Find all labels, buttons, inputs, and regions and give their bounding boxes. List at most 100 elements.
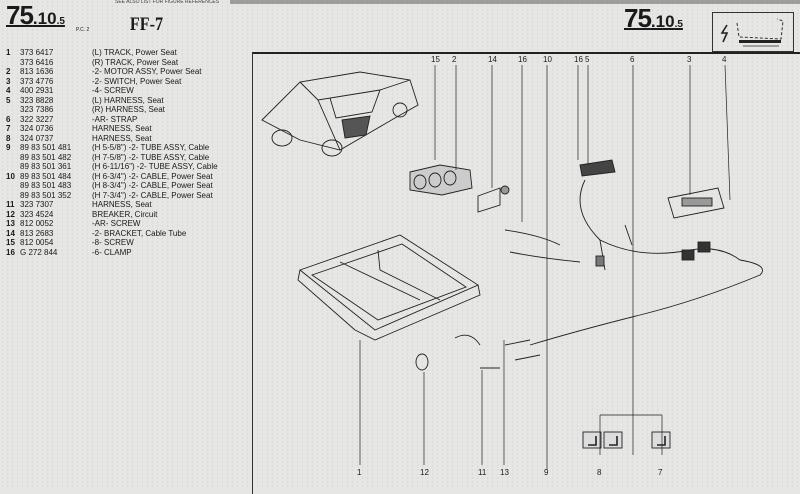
parts-list-row: 89 83 501 361 (H 6-11/16") -2- TUBE ASSY,… <box>6 162 218 172</box>
ref-number: 15 <box>6 238 15 247</box>
ref-number: 9 <box>6 143 11 152</box>
part-description: (H 7-5/8") -2- TUBE ASSY, Cable <box>92 152 210 162</box>
circuit-breaker <box>415 353 429 371</box>
part-number: 323 4524 <box>20 209 54 219</box>
power-seat-icon <box>712 12 794 52</box>
ref-number: 5 <box>6 95 11 105</box>
callout-label: 2 <box>452 55 457 64</box>
part-description: HARNESS, Seat <box>92 133 152 143</box>
parts-list-row: 8 324 0737 HARNESS, Seat <box>6 134 218 144</box>
part-description: (L) TRACK, Power Seat <box>92 48 177 57</box>
ref-number: 6 <box>6 114 11 124</box>
callout-label: 6 <box>630 55 635 64</box>
part-description: (H 7-3/4") -2- CABLE, Power Seat <box>92 190 213 200</box>
part-number: 323 7307 <box>20 200 54 209</box>
ref-number: 4 <box>6 86 11 95</box>
callout-label: 13 <box>500 468 509 477</box>
part-number: 89 83 501 361 <box>20 162 72 171</box>
parts-list-row: 323 7386 (R) HARNESS, Seat <box>6 105 218 115</box>
part-description: HARNESS, Seat <box>92 124 152 133</box>
part-description: -2- MOTOR ASSY, Power Seat <box>92 67 202 76</box>
callout-label: 3 <box>687 55 692 64</box>
part-number: G 272 844 <box>20 247 58 257</box>
part-description: -2- SWITCH, Power Seat <box>92 76 182 86</box>
callout-label: 7 <box>658 468 663 477</box>
part-number: 373 6416 <box>20 57 54 67</box>
parts-list-row: 373 6416 (R) TRACK, Power Seat <box>6 58 218 68</box>
section-suffix: .5 <box>56 16 65 27</box>
part-number: 323 7386 <box>20 105 54 114</box>
ref-number: 3 <box>6 76 11 86</box>
part-number: 812 0054 <box>20 238 54 247</box>
cable-bracket <box>477 187 501 213</box>
callout-label: 5 <box>585 55 590 64</box>
part-description: (R) HARNESS, Seat <box>92 105 165 114</box>
parts-list-row: 13 812 0052 -AR- SCREW <box>6 219 218 229</box>
callout-label: 12 <box>420 468 429 477</box>
part-number: 400 2931 <box>20 86 54 95</box>
callout-label: 10 <box>543 55 552 64</box>
parts-list-row: 9 89 83 501 481 (H 5-5/8") -2- TUBE ASSY, … <box>6 143 218 153</box>
seat-harness <box>529 179 763 346</box>
callout-label: 8 <box>597 468 602 477</box>
section-sub: .10 <box>32 9 57 28</box>
page-ref: P.C. 2 <box>76 27 90 33</box>
parts-list-row: 3 373 4776 -2- SWITCH, Power Seat <box>6 77 218 87</box>
part-number: 373 4776 <box>20 76 54 86</box>
section-code-left: 75.10.5 <box>6 0 65 31</box>
callout-label: 16 <box>518 55 527 64</box>
callout-label: 14 <box>488 55 497 64</box>
part-description: HARNESS, Seat <box>92 200 152 209</box>
callout-label: 4 <box>722 55 727 64</box>
section-suffix: .5 <box>674 19 683 30</box>
part-description: (H 6-3/4") -2- CABLE, Power Seat <box>92 171 213 181</box>
vehicle-illustration <box>261 71 419 157</box>
parts-list-row: 11 323 7307 HARNESS, Seat <box>6 200 218 210</box>
part-number: 322 3227 <box>20 114 54 124</box>
ref-number: 8 <box>6 133 11 143</box>
power-seat-switch <box>667 187 725 219</box>
part-number: 89 83 501 352 <box>20 190 72 200</box>
callout-label: 9 <box>544 468 549 477</box>
ref-number: 7 <box>6 124 11 133</box>
part-description: BREAKER, Circuit <box>92 209 158 219</box>
part-description: -AR- STRAP <box>92 114 138 124</box>
diagram-frame <box>252 52 800 494</box>
part-description: -AR- SCREW <box>92 219 141 228</box>
section-main: 75 <box>624 3 652 33</box>
part-description: -2- BRACKET, Cable Tube <box>92 228 187 238</box>
section-code-right: 75.10.5 <box>624 3 683 34</box>
part-number: 89 83 501 484 <box>20 171 72 181</box>
callout-label: 16 <box>574 55 583 64</box>
part-description: (R) TRACK, Power Seat <box>92 57 179 67</box>
figure-number: FF-7 <box>129 14 164 35</box>
part-number: 324 0737 <box>20 133 54 143</box>
parts-list-row: 6 322 3227 -AR- STRAP <box>6 115 218 125</box>
part-description: (H 6-11/16") -2- TUBE ASSY, Cable <box>92 162 218 171</box>
seat-track-frame <box>297 234 481 341</box>
ref-number: 13 <box>6 219 15 228</box>
part-number: 812 0052 <box>20 219 54 228</box>
section-sub: .10 <box>650 12 675 31</box>
ref-number: 11 <box>6 200 15 209</box>
part-number: 89 83 501 481 <box>20 143 72 152</box>
part-number: 373 6417 <box>20 48 54 57</box>
part-description: (H 5-5/8") -2- TUBE ASSY, Cable <box>92 143 210 152</box>
part-number: 323 8828 <box>20 95 54 105</box>
parts-list-row: 89 83 501 482 (H 7-5/8") -2- TUBE ASSY, C… <box>6 153 218 163</box>
seat-harness-icons <box>582 431 671 449</box>
motor-assembly <box>409 164 473 196</box>
section-main: 75 <box>6 0 34 30</box>
parts-list-row: 89 83 501 352 (H 7-3/4") -2- CABLE, Power… <box>6 191 218 201</box>
part-number: 89 83 501 482 <box>20 152 72 162</box>
part-description: (L) HARNESS, Seat <box>92 95 164 105</box>
parts-list-row: 89 83 501 483(H 8-3/4") -2- CABLE, Power… <box>6 181 218 191</box>
